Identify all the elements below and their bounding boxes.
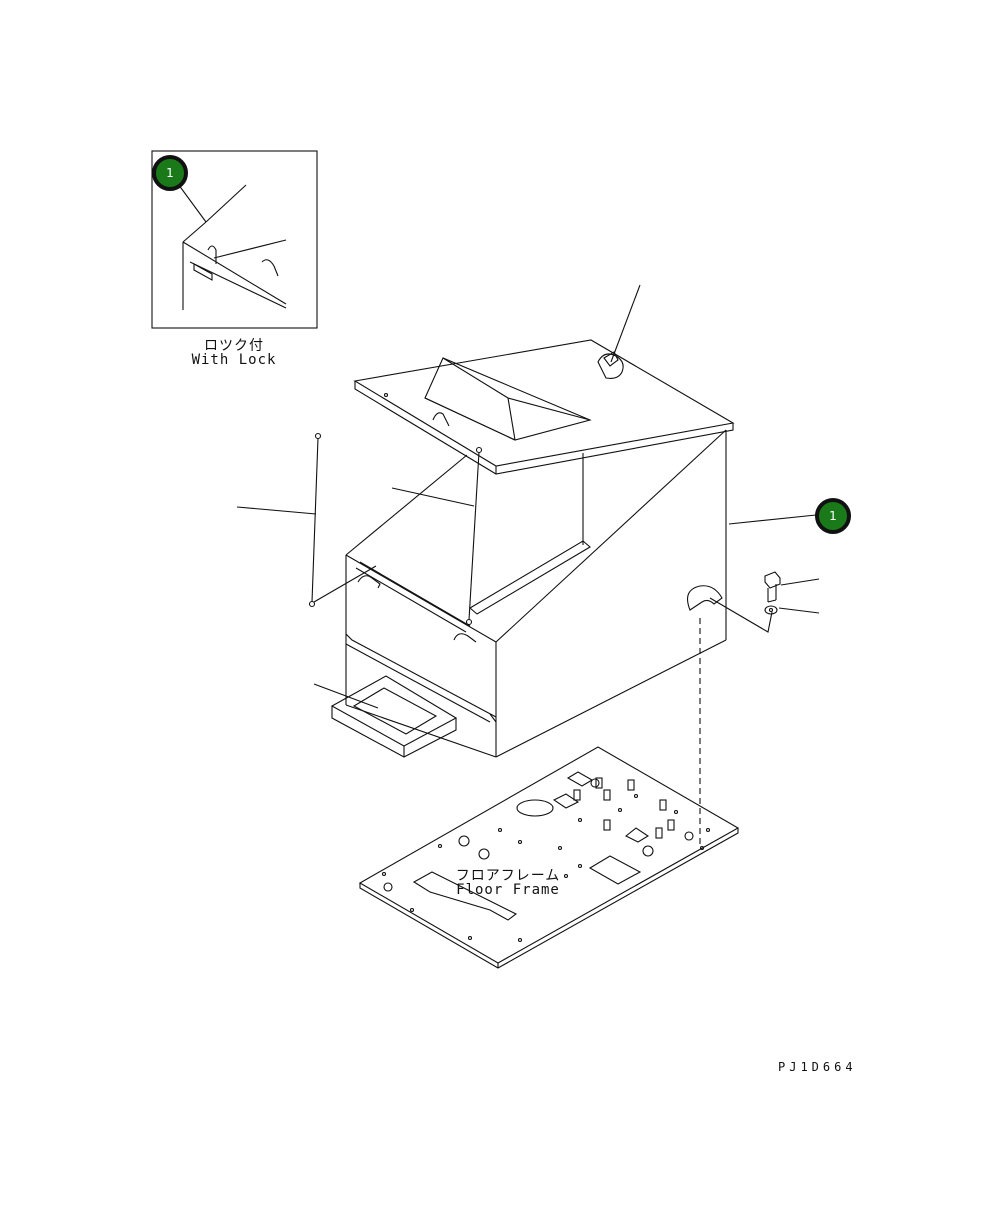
- lock-detail-inset: [151, 150, 318, 329]
- box-body: [345, 429, 727, 758]
- drawing-code: PJ1D664: [778, 1060, 857, 1074]
- callout-1-box[interactable]: 1: [815, 498, 851, 534]
- lock-detail-label-jp: ロツク付: [204, 338, 264, 354]
- leader-lines: [169, 172, 820, 709]
- floor-frame: [358, 746, 740, 969]
- lock-detail-label-en: With Lock: [191, 352, 277, 368]
- floor-frame-label-en: Floor Frame: [456, 882, 560, 898]
- callout-number: 1: [829, 509, 837, 523]
- stay-rods: [308, 432, 483, 626]
- callout-number: 1: [166, 166, 174, 180]
- bolt-and-washer: [699, 571, 781, 848]
- callout-1-inset[interactable]: 1: [152, 155, 188, 191]
- floor-frame-label-jp: フロアフレーム: [455, 868, 561, 884]
- lid: [353, 339, 735, 475]
- step-tray: [330, 675, 458, 758]
